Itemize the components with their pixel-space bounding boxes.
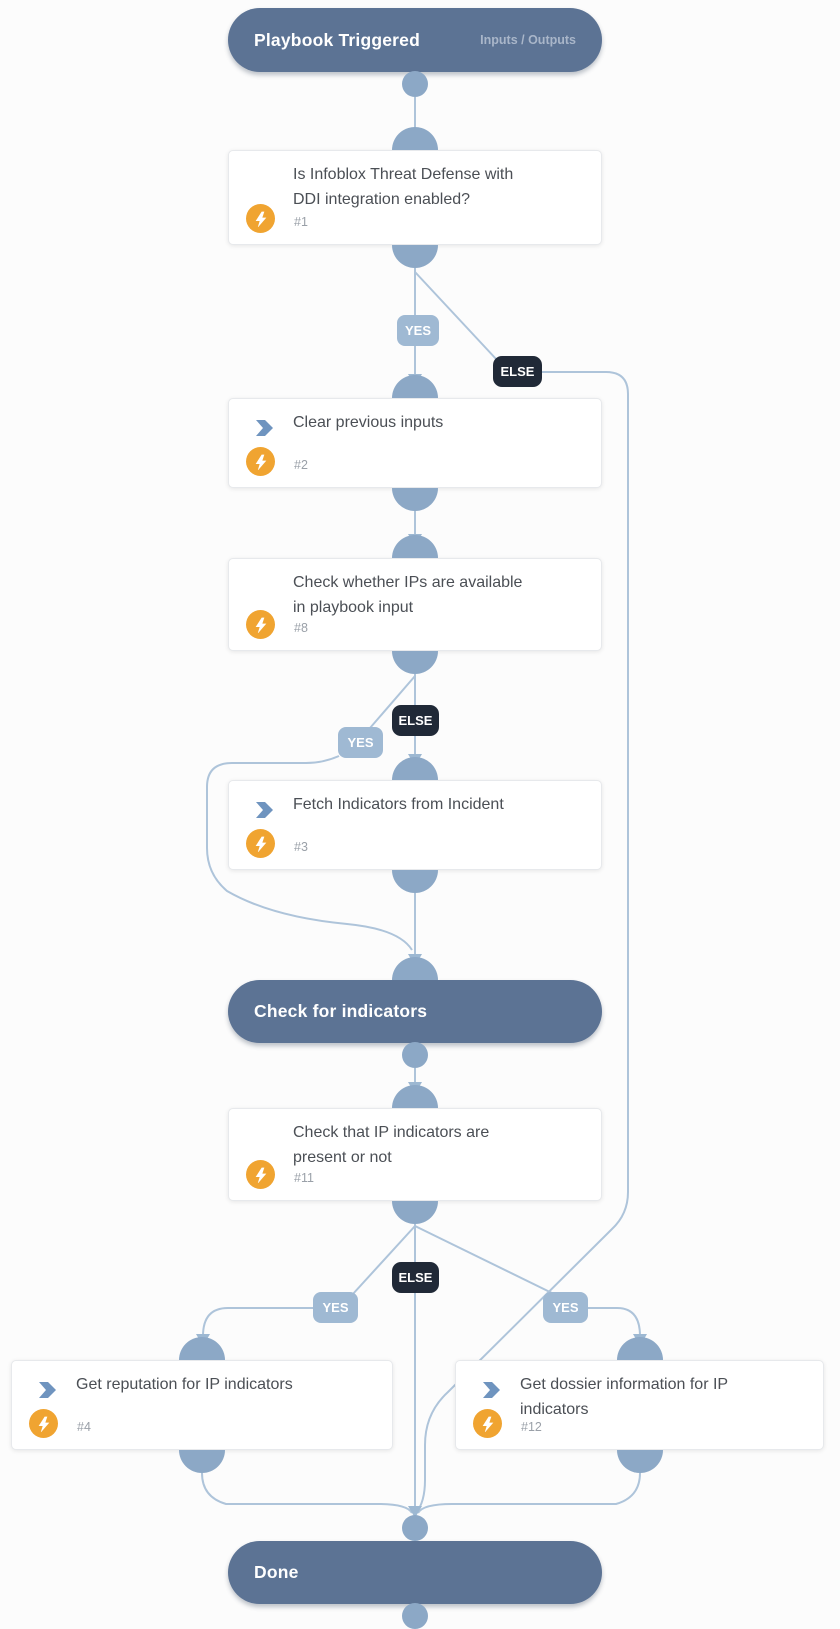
else-branch-chip: ELSE xyxy=(392,1262,439,1293)
section-header-node[interactable]: Check for indicators xyxy=(228,980,602,1043)
else-branch-chip: ELSE xyxy=(392,705,439,736)
condition-node-11[interactable]: Check that IP indicators are present or … xyxy=(228,1108,602,1201)
task-chevron-icon xyxy=(480,1379,502,1401)
connector-circle xyxy=(402,1515,428,1541)
done-title: Done xyxy=(254,1562,299,1582)
automation-bolt-icon xyxy=(246,829,275,858)
connector-dome xyxy=(392,375,438,398)
node-title: Clear previous inputs xyxy=(293,414,444,431)
done-node[interactable]: Done xyxy=(228,1541,602,1604)
automation-bolt-icon xyxy=(246,610,275,639)
condition-node-8[interactable]: Check whether IPs are available in playb… xyxy=(228,558,602,651)
node-id: #11 xyxy=(294,1171,314,1185)
automation-bolt-icon xyxy=(246,1160,275,1189)
node-title: Get dossier information for IP indicator… xyxy=(520,1376,728,1418)
condition-diamond-icon xyxy=(253,577,275,599)
connector-dome xyxy=(392,1201,438,1224)
section-header-title: Check for indicators xyxy=(254,1001,428,1021)
task-node-3[interactable]: Fetch Indicators from Incident #3 xyxy=(228,780,602,870)
connector-dome xyxy=(392,651,438,674)
node-title: Is Infoblox Threat Defense with DDI inte… xyxy=(293,166,514,208)
connector-circle xyxy=(402,71,428,97)
condition-diamond-icon xyxy=(253,169,275,191)
node-id: #1 xyxy=(294,215,308,229)
yes-branch-chip: YES xyxy=(338,727,383,758)
condition-node-1[interactable]: Is Infoblox Threat Defense with DDI inte… xyxy=(228,150,602,245)
node-id: #12 xyxy=(521,1420,542,1434)
inputs-outputs-link[interactable]: Inputs / Outputs xyxy=(480,33,576,47)
task-node-4[interactable]: Get reputation for IP indicators #4 xyxy=(11,1360,393,1450)
connector-dome xyxy=(392,870,438,893)
automation-bolt-icon xyxy=(246,447,275,476)
node-id: #3 xyxy=(294,840,308,854)
connector-dome xyxy=(392,535,438,558)
connector-dome xyxy=(617,1337,663,1360)
node-id: #2 xyxy=(294,458,308,472)
connector-dome xyxy=(392,127,438,150)
connector-circle xyxy=(402,1603,428,1629)
yes-branch-chip: YES xyxy=(397,315,439,346)
connector-dome xyxy=(617,1450,663,1473)
connector-dome xyxy=(392,1085,438,1108)
connector-dome xyxy=(179,1337,225,1360)
automation-bolt-icon xyxy=(473,1409,502,1438)
yes-branch-chip: YES xyxy=(313,1292,358,1323)
connector-dome xyxy=(392,957,438,980)
node-title: Check whether IPs are available in playb… xyxy=(293,574,523,616)
node-id: #4 xyxy=(77,1420,91,1434)
connector-circle xyxy=(402,1042,428,1068)
playbook-trigger-node[interactable]: Playbook Triggered Inputs / Outputs xyxy=(228,8,602,72)
node-title: Check that IP indicators are present or … xyxy=(293,1124,490,1166)
task-chevron-icon xyxy=(36,1379,58,1401)
task-node-2[interactable]: Clear previous inputs #2 xyxy=(228,398,602,488)
automation-bolt-icon xyxy=(246,204,275,233)
node-title: Get reputation for IP indicators xyxy=(76,1376,293,1393)
node-title: Fetch Indicators from Incident xyxy=(293,796,504,813)
else-branch-chip: ELSE xyxy=(493,356,542,387)
task-chevron-icon xyxy=(253,799,275,821)
connector-dome xyxy=(392,757,438,780)
connector-dome xyxy=(179,1450,225,1473)
task-node-12[interactable]: Get dossier information for IP indicator… xyxy=(455,1360,824,1450)
automation-bolt-icon xyxy=(29,1409,58,1438)
yes-branch-chip: YES xyxy=(543,1292,588,1323)
task-chevron-icon xyxy=(253,417,275,439)
condition-diamond-icon xyxy=(253,1127,275,1149)
connector-dome xyxy=(392,488,438,511)
connector-dome xyxy=(392,245,438,268)
playbook-trigger-title: Playbook Triggered xyxy=(254,29,421,50)
node-id: #8 xyxy=(294,621,308,635)
